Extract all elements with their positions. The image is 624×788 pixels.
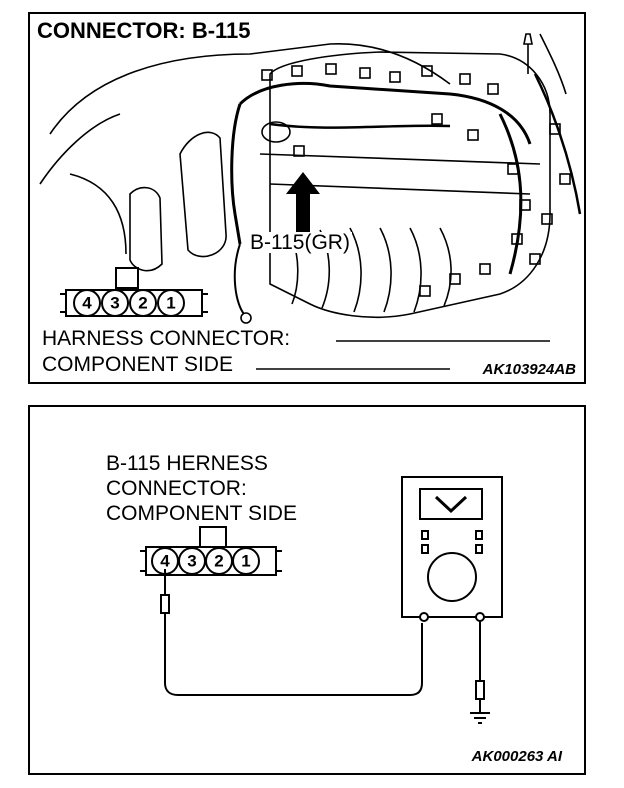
top-pin-4-label: 4 <box>82 294 92 313</box>
top-pin-3-label: 3 <box>110 294 119 313</box>
figure-code-top: AK103924AB <box>482 361 576 378</box>
measurement-wiring-drawing: 4 3 2 1 <box>140 476 503 724</box>
connector-label-line1: B-115 HERNESS <box>106 452 268 475</box>
top-pin-1-label: 1 <box>166 294 175 313</box>
ground-lead <box>475 621 485 713</box>
connector-callout-label: B-115(GR) <box>248 231 352 254</box>
figure-code-bottom: AK000263 AI <box>471 748 562 765</box>
bottom-pin-1-label: 1 <box>241 552 250 571</box>
bottom-pin-2-label: 2 <box>214 552 223 571</box>
top-pin-2-label: 2 <box>138 294 147 313</box>
connector-title: CONNECTOR: B-115 <box>37 18 251 43</box>
callout-arrow <box>286 172 320 236</box>
harness-caption-line2: COMPONENT SIDE <box>42 353 233 376</box>
connector-label-line2: CONNECTOR: <box>106 477 247 500</box>
bottom-pin-4-label: 4 <box>160 552 170 571</box>
engine-bay-drawing: 4 3 2 1 <box>39 33 582 370</box>
ground-icon <box>470 712 490 724</box>
connector-face-symbol <box>60 267 208 317</box>
connector-label-line3: COMPONENT SIDE <box>106 502 297 525</box>
harness-caption-line1: HARNESS CONNECTOR: <box>42 327 291 350</box>
voltmeter <box>401 476 503 622</box>
measurement-diagram-panel: 4 3 2 1 <box>28 405 586 775</box>
probe-lead-pin4 <box>160 569 423 696</box>
harness-connector-symbol <box>140 526 282 576</box>
engine-bay-illustration-panel: 4 3 2 1 CONNECTOR: B-115 B-115(GR) HARNE… <box>28 12 586 384</box>
bottom-pin-3-label: 3 <box>187 552 196 571</box>
